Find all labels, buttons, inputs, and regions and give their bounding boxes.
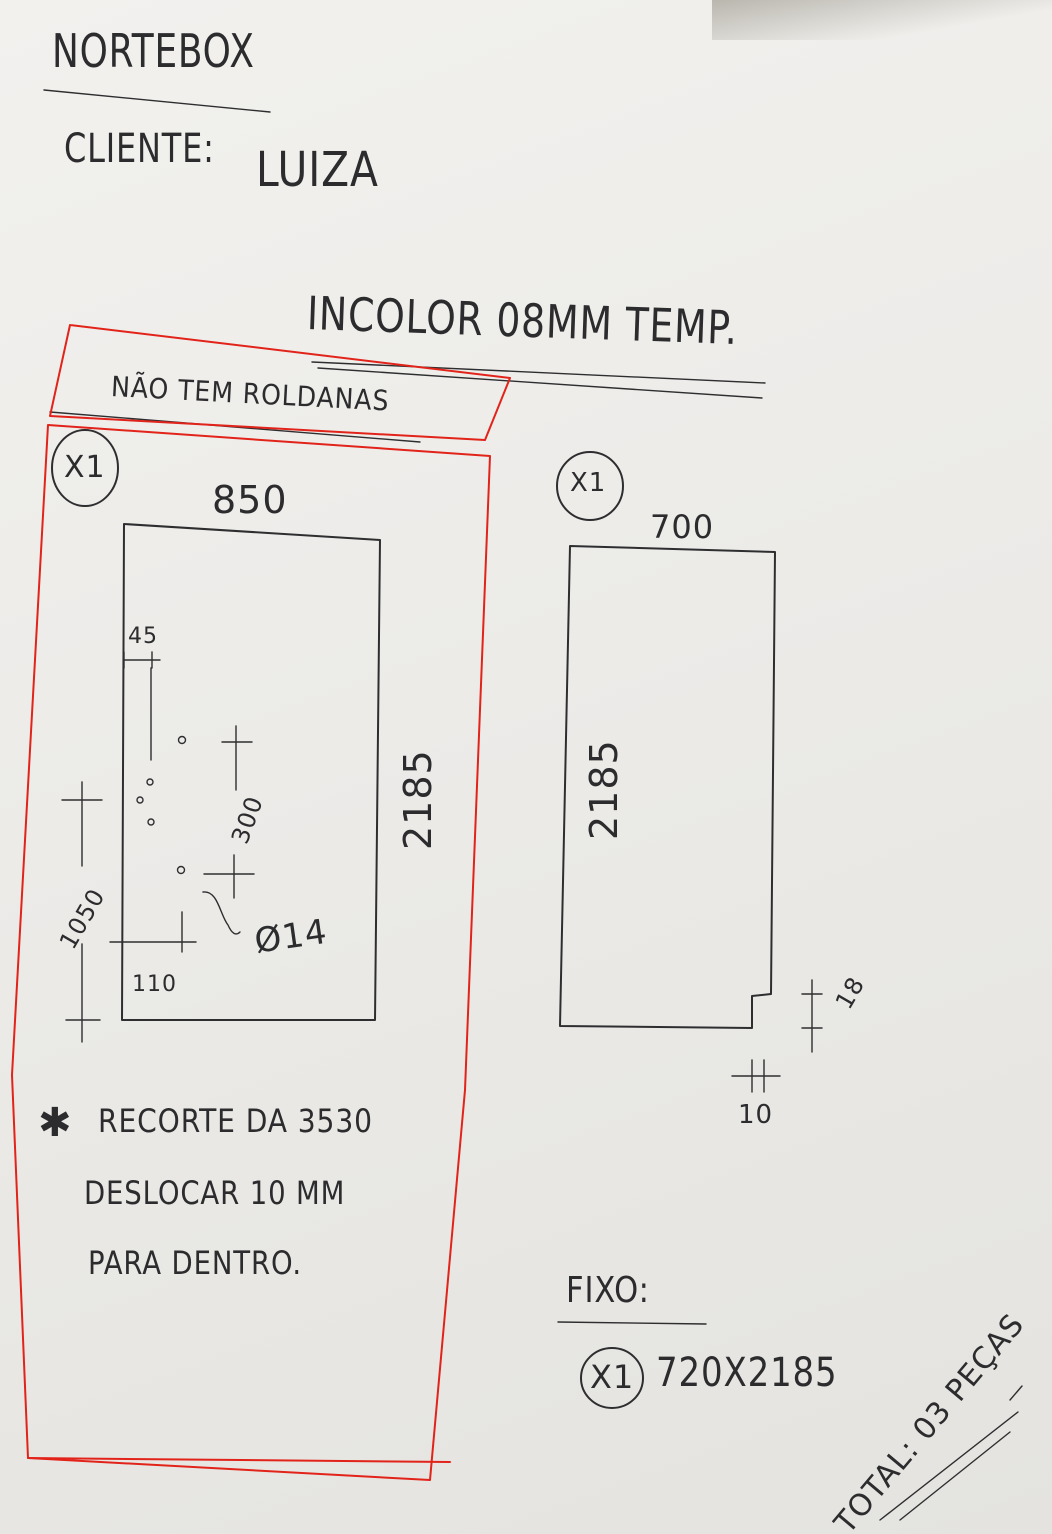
company-underline: [43, 89, 271, 113]
hole-1: [177, 735, 187, 745]
total-stroke-3: [1009, 1385, 1023, 1401]
paper-shadow: [712, 0, 1052, 40]
left-panel-height: 2185: [396, 749, 440, 850]
left-panel-qty: X1: [64, 450, 106, 485]
spec-underline-2: [317, 367, 763, 399]
fixo-underline: [557, 1321, 707, 1325]
company-name: NORTEBOX: [52, 24, 255, 78]
left-panel-bottom-offset: 110: [132, 972, 177, 997]
cutout-line-3: PARA DENTRO.: [88, 1244, 302, 1282]
cutout-line-1: RECORTE DA 3530: [98, 1102, 373, 1140]
left-panel-edge-offset: 45: [128, 624, 158, 649]
total-stroke-2: [899, 1431, 1011, 1521]
right-panel-qty: X1: [570, 468, 607, 498]
right-panel-height: 2185: [582, 739, 626, 840]
diameter-leader: [202, 891, 241, 935]
fixo-qty-circle: [580, 1347, 644, 1409]
right-panel-outline: [559, 545, 776, 1029]
spec-underline-1: [311, 361, 766, 384]
hole-2: [146, 778, 154, 786]
right-qty-circle: [556, 451, 624, 521]
total-stroke-1: [879, 1411, 1019, 1521]
left-qty-circle: [51, 429, 119, 507]
cutout-asterisk: ✱: [38, 1100, 73, 1146]
fixed-qty: X1: [590, 1358, 635, 1396]
hole-4: [147, 818, 155, 826]
left-panel-width: 850: [212, 478, 288, 522]
hole-3: [136, 796, 144, 804]
fixed-label: FIXO:: [566, 1270, 650, 1311]
fixed-size: 720X2185: [656, 1350, 838, 1396]
client-name: LUIZA: [256, 142, 379, 198]
right-panel-notch-width: 10: [738, 1100, 774, 1130]
red-box-bottom: [27, 1457, 451, 1463]
red-box-note: [49, 324, 511, 441]
red-box-panel: [11, 424, 491, 1481]
left-panel-outline: [121, 523, 381, 1021]
hole-5: [176, 865, 186, 875]
client-label: CLIENTE:: [64, 126, 215, 172]
cutout-line-2: DESLOCAR 10 MM: [84, 1174, 346, 1212]
right-panel-width: 700: [650, 508, 715, 546]
